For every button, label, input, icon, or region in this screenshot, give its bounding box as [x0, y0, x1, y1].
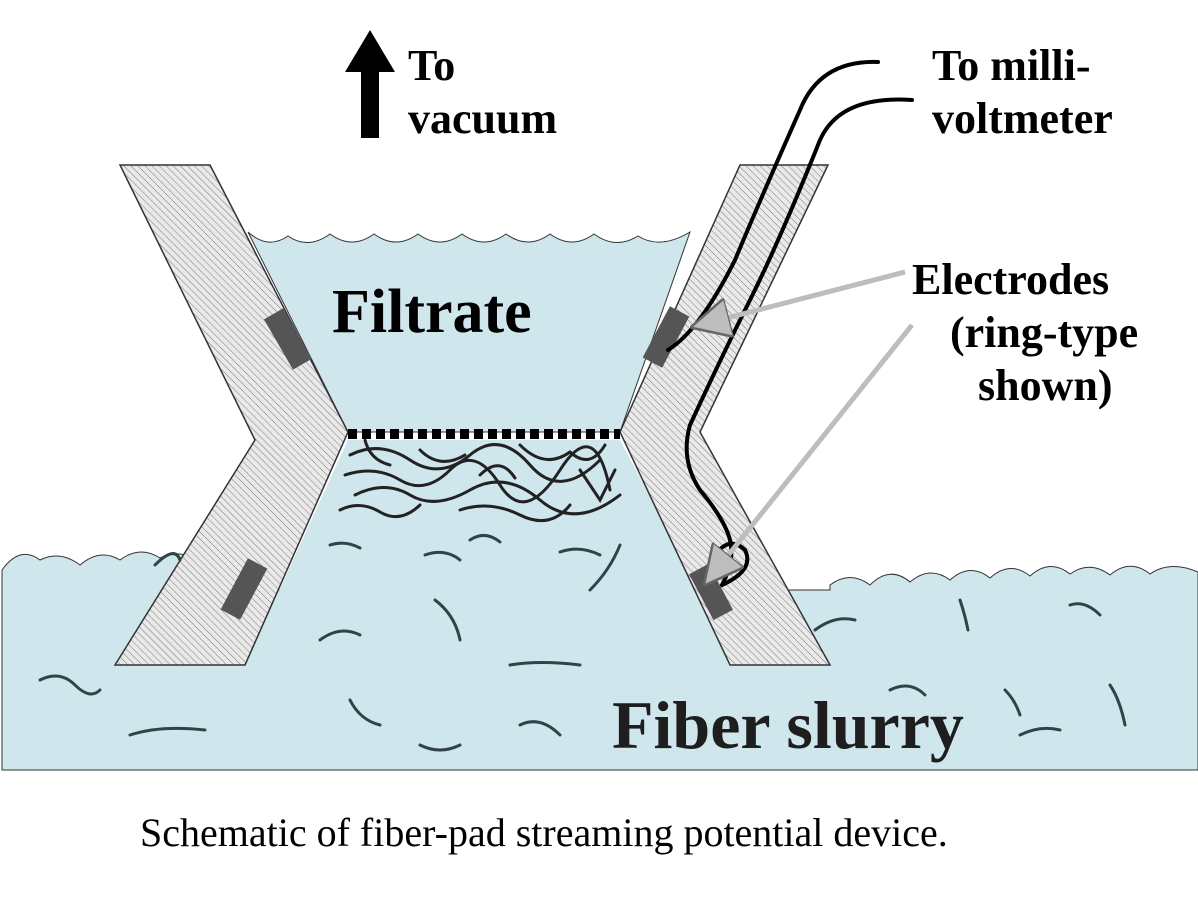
filtrate-label: Filtrate [332, 278, 532, 346]
electrode-lower-right [689, 563, 733, 621]
ring-type-label-line1: (ring-type [950, 308, 1138, 357]
electrode-pointer-lower [710, 323, 914, 578]
figure-caption: Schematic of fiber-pad streaming potenti… [140, 810, 948, 855]
loose-fibers [38, 534, 1127, 752]
electrodes-label: Electrodes [912, 255, 1109, 304]
to-vacuum-label-line1: To [408, 41, 455, 90]
filtrate-liquid [247, 230, 691, 433]
to-vacuum-label-line2: vacuum [408, 94, 557, 143]
electrode-pointer-upper [700, 269, 906, 325]
electrode-lower-left [220, 558, 268, 620]
electrode-upper-left [263, 308, 313, 370]
electrode-upper-right [642, 306, 690, 368]
to-millivoltmeter-label-line2: voltmeter [932, 94, 1113, 143]
ring-type-label-line2: shown) [978, 361, 1113, 410]
to-vacuum-arrow [345, 30, 395, 138]
fiber-pad [338, 438, 622, 523]
to-millivoltmeter-label-line1: To milli- [932, 41, 1091, 90]
left-funnel-wall [113, 164, 349, 666]
fiber-slurry-label: Fiber slurry [612, 687, 964, 763]
